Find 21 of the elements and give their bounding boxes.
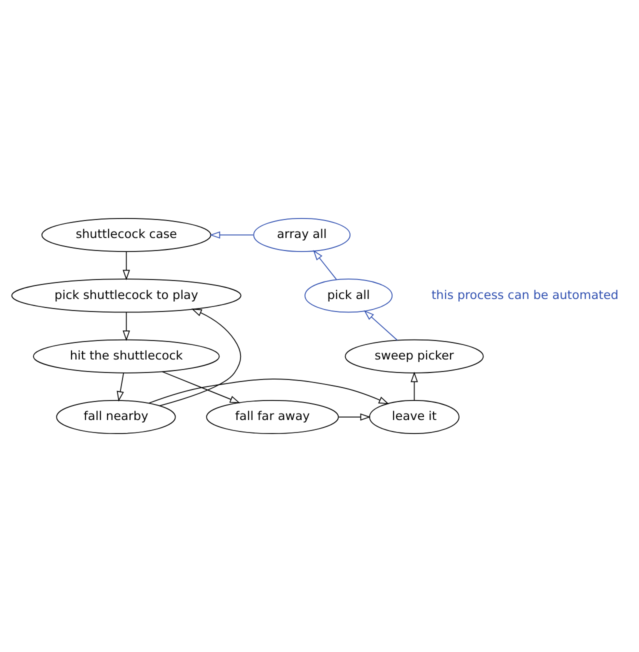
node-ellipse: pick all [304,278,393,313]
arrow [116,372,124,402]
arrow [122,312,130,341]
arrow [338,413,371,421]
node-ellipse: array all [253,218,350,252]
arrow [410,372,418,401]
node-ellipse: hit the shuttlecock [32,339,220,374]
arrow [122,251,130,280]
arrow [159,308,242,406]
arrow [148,378,390,404]
arrow [210,231,254,239]
arrow [162,371,240,404]
node-ellipse: leave it [369,400,460,434]
node-ellipse: fall nearby [56,400,176,434]
arrow [313,250,337,280]
node-ellipse: fall far away [206,400,339,434]
node-ellipse: shuttlecock case [41,218,212,252]
node-ellipse: sweep picker [344,339,484,374]
node-ellipse: pick shuttlecock to play [11,278,242,313]
label: this process can be automated [431,288,618,302]
arrow [364,310,398,341]
